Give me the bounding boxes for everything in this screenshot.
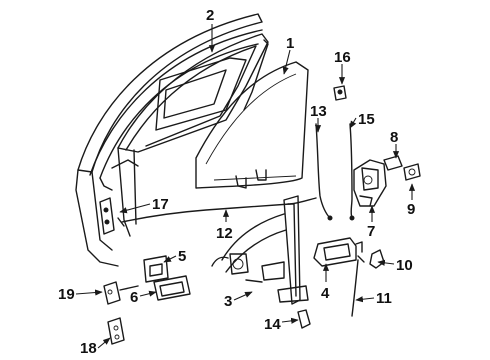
- door-body: [75, 13, 263, 267]
- lock-striker: [383, 155, 421, 181]
- callout-19: 19: [58, 286, 75, 303]
- callout-12: 12: [216, 225, 233, 242]
- callout-16: 16: [334, 49, 351, 66]
- callout-11: 11: [376, 290, 392, 307]
- hinge-bracket: [99, 197, 115, 235]
- callout-18: 18: [80, 340, 97, 357]
- door-hinge-lower: [107, 317, 125, 345]
- callout-1: 1: [286, 35, 294, 52]
- callout-2: 2: [206, 7, 214, 24]
- inside-lock-rod: [315, 123, 333, 221]
- outside-handle: [313, 237, 363, 267]
- regulator-clip: [297, 309, 311, 329]
- callout-15: 15: [358, 111, 375, 128]
- callout-10: 10: [396, 257, 413, 274]
- callout-17: 17: [152, 196, 169, 213]
- callout-7: 7: [367, 223, 375, 240]
- door-lock-assembly: [353, 159, 387, 207]
- callout-4: 4: [321, 285, 330, 302]
- lock-rod: [117, 197, 317, 227]
- window-frame: [117, 33, 269, 237]
- callout-3: 3: [224, 293, 232, 310]
- outside-handle-rod: [349, 123, 355, 221]
- callout-8: 8: [390, 129, 398, 146]
- callout-labels: 2 1 3 4 5 6 7 8 9 10 11 12 13 14 15 16 1…: [58, 7, 415, 357]
- callout-5: 5: [178, 248, 186, 265]
- leader-lines: [75, 24, 416, 349]
- callout-9: 9: [407, 201, 415, 218]
- door-glass: [195, 61, 309, 189]
- lock-cylinder: [333, 85, 347, 101]
- lock-link-rod: [351, 255, 365, 317]
- callout-6: 6: [130, 289, 138, 306]
- door-hinge-upper: [103, 281, 139, 305]
- callout-13: 13: [310, 103, 327, 120]
- callout-14: 14: [264, 316, 281, 333]
- lock-knob: [369, 249, 385, 269]
